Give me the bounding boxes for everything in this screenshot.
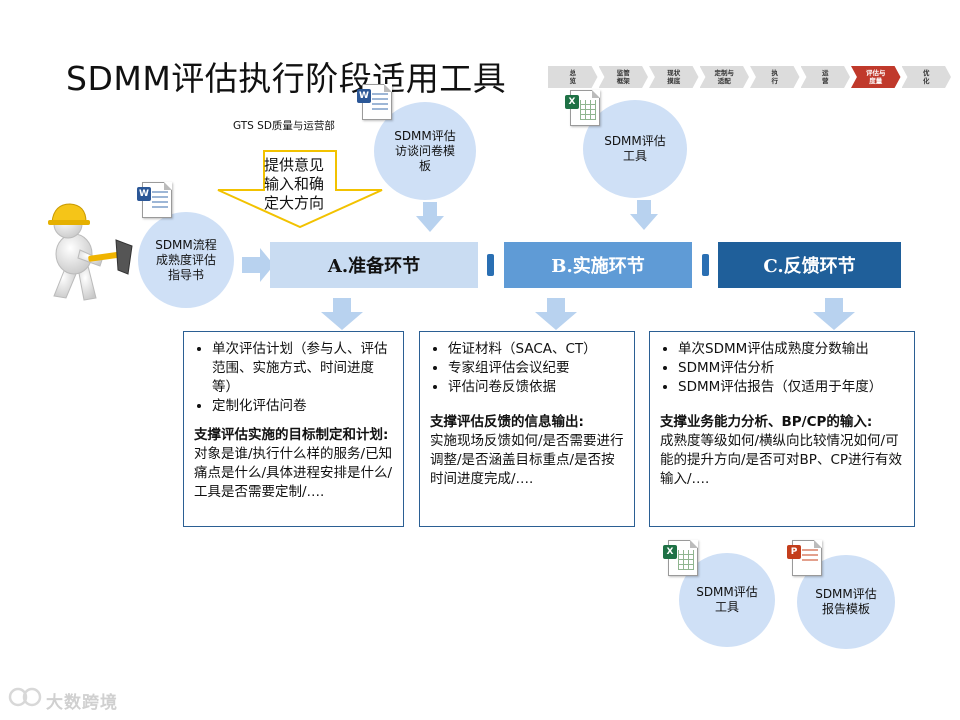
down-arrow-icon [535,298,577,330]
phase-c-banner: C.反馈环节 [718,242,901,288]
list-item: 单次SDMM评估成熟度分数输出 [678,340,904,359]
worker-hammer-icon [36,196,136,306]
page-title: SDMM评估执行阶段适用工具 [66,59,507,98]
phase-c-support-heading: 支撑业务能力分析、BP/CP的输入: [660,414,873,430]
progress-step-active[interactable]: 评估与 度量 [851,66,901,88]
phase-a-support-heading: 支撑评估实施的目标制定和计划: [194,427,389,443]
feedback-arrow-text: 提供意见 输入和确 定大方向 [264,156,325,212]
progress-step[interactable]: 执 行 [750,66,800,88]
phase-a-support-body: 对象是谁/执行什么样的服务/已知痛点是什么/具体进程安排是什么/工具是否需要定制… [194,446,393,500]
phase-b-banner: B.实施环节 [504,242,692,288]
list-item: SDMM评估报告（仅适用于年度） [678,378,904,397]
phase-a-outputs-box: 单次评估计划（参与人、评估范围、实施方式、时间进度等） 定制化评估问卷 支撑评估… [183,331,404,527]
down-arrow-icon [813,298,855,330]
phase-c-bullet-list: 单次SDMM评估成熟度分数输出 SDMM评估分析 SDMM评估报告（仅适用于年度… [660,340,904,397]
phase-a-banner: A.准备环节 [270,242,478,288]
list-item: 定制化评估问卷 [212,397,393,416]
list-item: 单次评估计划（参与人、评估范围、实施方式、时间进度等） [212,340,393,397]
assessment-tool-circle: SDMM评估 工具 [583,100,687,198]
phase-b-support-heading: 支撑评估反馈的信息输出: [430,414,584,430]
word-doc-icon: W [137,182,172,218]
phase-a-support: 支撑评估实施的目标制定和计划: 对象是谁/执行什么样的服务/已知痛点是什么/具体… [194,426,393,502]
progress-step[interactable]: 现状 摸底 [649,66,699,88]
excel-doc-icon: X [565,90,600,126]
list-item: 评估问卷反馈依据 [448,378,624,397]
list-item: 佐证材料（SACA、CT） [448,340,624,359]
interview-template-circle: SDMM评估 访谈问卷模 板 [374,102,476,200]
progress-steps: 总 览 监管 框架 现状 摸底 定制与 适配 执 行 运 营 评估与 度量 优 … [548,66,952,88]
guide-doc-circle: SDMM流程 成熟度评估 指导书 [138,212,234,308]
phase-b-support-body: 实施现场反馈如何/是否需要进行调整/是否涵盖目标重点/是否按时间进度完成/…. [430,433,624,487]
phase-b-outputs-box: 佐证材料（SACA、CT） 专家组评估会议纪要 评估问卷反馈依据 支撑评估反馈的… [419,331,635,527]
progress-step[interactable]: 运 营 [800,66,850,88]
phase-c-outputs-box: 单次SDMM评估成熟度分数输出 SDMM评估分析 SDMM评估报告（仅适用于年度… [649,331,915,527]
watermark-logo-icon [8,686,44,708]
ppt-doc-icon: P [787,540,822,576]
feedback-source-label: GTS SD质量与运营部 [233,120,335,132]
phase-separator [702,254,709,276]
watermark-text: 大数跨境 [46,693,118,713]
word-doc-icon: W [357,84,392,120]
down-arrow-icon [321,298,363,330]
phase-c-support-body: 成熟度等级如何/横纵向比较情况如何/可能的提升方向/是否可对BP、CP进行有效输… [660,433,903,487]
phase-a-bullet-list: 单次评估计划（参与人、评估范围、实施方式、时间进度等） 定制化评估问卷 [194,340,393,416]
phase-separator [487,254,494,276]
list-item: SDMM评估分析 [678,359,904,378]
progress-step[interactable]: 优 化 [901,66,951,88]
phase-b-bullet-list: 佐证材料（SACA、CT） 专家组评估会议纪要 评估问卷反馈依据 [430,340,624,397]
down-arrow-icon [630,200,658,230]
excel-doc-icon: X [663,540,698,576]
progress-step[interactable]: 总 览 [548,66,598,88]
feedback-arrow: 提供意见 输入和确 定大方向 [216,150,384,228]
progress-step[interactable]: 监管 框架 [598,66,648,88]
down-arrow-icon [416,202,444,232]
list-item: 专家组评估会议纪要 [448,359,624,378]
progress-step[interactable]: 定制与 适配 [699,66,749,88]
